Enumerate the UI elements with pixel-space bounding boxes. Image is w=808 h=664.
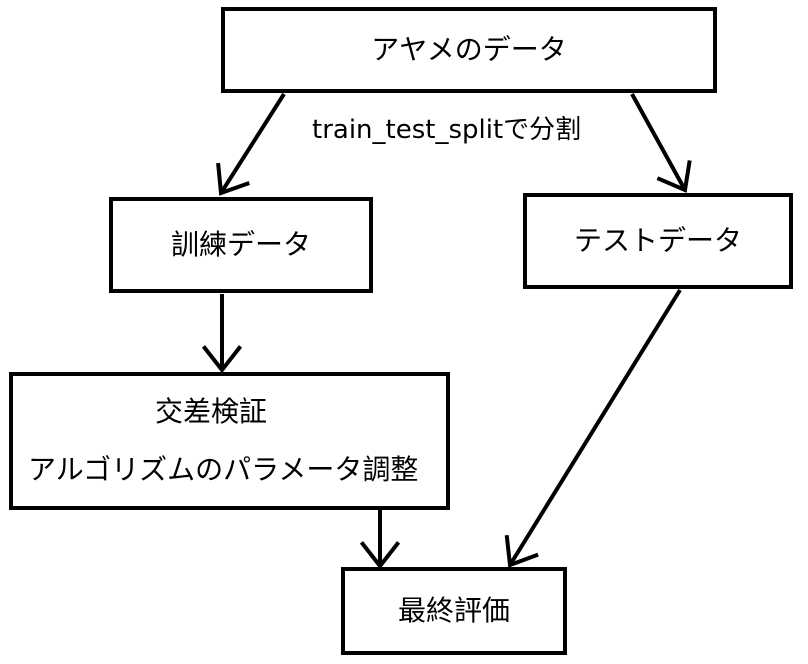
node-test-data-label: テストデータ [573,224,742,257]
node-test-data: テストデータ [523,193,793,289]
node-final-evaluation: 最終評価 [341,567,567,655]
arrow-test-to-final [504,288,682,568]
node-cross-validation-title: 交差検証 [155,395,268,428]
arrow-test-to-final-head [504,534,539,568]
edge-split-label: train_test_splitで分割 [312,115,582,145]
arrow-cv-to-final-head [359,541,401,570]
arrow-iris-to-test-head [656,160,692,193]
node-iris-data-label: アヤメのデータ [371,33,567,66]
node-train-data: 訓練データ [109,197,373,293]
arrow-train-to-cv [201,294,243,374]
node-cross-validation-subtitle: アルゴリズムのパラメータ調整 [28,453,419,486]
arrow-iris-to-train [216,92,286,196]
arrow-test-to-final-shaft [508,288,682,567]
node-iris-data: アヤメのデータ [221,7,717,93]
node-train-data-label: 訓練データ [170,228,311,261]
arrow-iris-to-test [630,93,692,193]
arrow-iris-to-test-shaft [630,93,687,191]
arrow-train-to-cv-head [201,345,243,374]
node-final-evaluation-label: 最終評価 [397,594,510,627]
arrow-iris-to-train-shaft [219,92,286,195]
arrow-cv-to-final [359,510,401,570]
arrow-iris-to-train-head [216,162,250,196]
node-cross-validation: 交差検証 アルゴリズムのパラメータ調整 [9,372,450,510]
